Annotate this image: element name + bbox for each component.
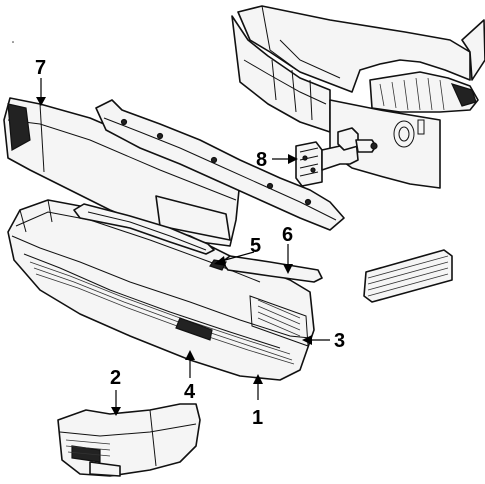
upper-support-rail (95, 99, 345, 231)
side-marker-panel (363, 249, 453, 303)
arrowhead-7 (36, 97, 46, 106)
part-2-corner-extension (57, 403, 201, 477)
callout-6: 6 (282, 224, 293, 246)
callout-8: 8 (256, 149, 267, 171)
vehicle-front-body (12, 5, 485, 189)
callout-labels: 7 8 5 6 3 4 1 2 (35, 57, 345, 429)
part-8-impact-absorber (295, 127, 378, 187)
callout-2: 2 (110, 367, 121, 389)
callout-3: 3 (334, 330, 345, 352)
callout-7: 7 (35, 57, 46, 79)
part-3-bumper-cover (7, 199, 315, 381)
arrowhead-6 (283, 264, 293, 274)
arrowhead-2 (111, 407, 121, 416)
part-5-cover-support (73, 203, 215, 255)
callout-1: 1 (252, 407, 263, 429)
arrowhead-1 (253, 374, 263, 384)
arrowhead-5 (214, 256, 226, 266)
callout-4: 4 (184, 381, 196, 403)
callout-5: 5 (250, 235, 261, 257)
arrowhead-8 (288, 154, 298, 164)
arrowhead-4 (185, 350, 195, 360)
leader-lines (36, 78, 330, 416)
part-7-reinforcement-bar (3, 97, 241, 247)
arrowhead-3 (302, 335, 312, 345)
